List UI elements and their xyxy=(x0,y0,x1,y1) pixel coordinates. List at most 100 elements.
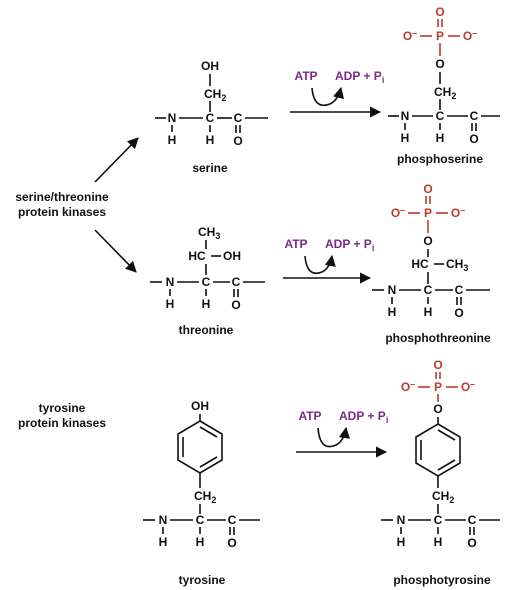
phosphoserine-label: phosphoserine xyxy=(397,152,483,166)
serine-adp-text: ADP + P xyxy=(335,69,382,83)
phosphoserine-ha: H xyxy=(436,131,445,145)
phosphoserine-minus-right: – xyxy=(472,28,477,38)
phosphoserine-ester-o: O xyxy=(435,57,444,71)
threonine-ha: H xyxy=(202,297,211,311)
phosphotyrosine-ha: H xyxy=(434,535,443,549)
phosphotyrosine-c: C xyxy=(468,513,477,527)
phosphothreonine-p: P xyxy=(424,206,432,220)
threonine-adp: ADP + Pi xyxy=(325,237,374,253)
phosphotyrosine-o: O xyxy=(467,536,476,550)
serine-reaction: ATP ADP + Pi xyxy=(290,69,384,118)
phosphothreonine-hc: HC xyxy=(411,257,429,271)
serine-ch2-sub: 2 xyxy=(221,93,226,103)
phosphotyrosine-minus-left: – xyxy=(410,379,415,389)
phosphoserine-o: O xyxy=(469,132,478,146)
arrow-to-threonine xyxy=(94,229,137,273)
threonine-hc: HC xyxy=(188,249,206,263)
ser-thr-kinases-label-line2: protein kinases xyxy=(18,205,106,219)
threonine-ch3-sub: 3 xyxy=(215,231,220,241)
tyrosine-structure: OH CH2 N C C H H O xyxy=(143,399,260,550)
phosphotyrosine-ca: C xyxy=(434,513,443,527)
arrow-to-serine xyxy=(94,137,139,183)
phosphotyrosine-n: N xyxy=(397,513,406,527)
phosphoserine-o-left: O xyxy=(403,29,412,43)
serine-adp: ADP + Pi xyxy=(335,69,384,85)
serine-n: N xyxy=(168,111,177,125)
tyrosine-adp-sub: i xyxy=(386,415,389,425)
tyrosine-nh: H xyxy=(159,535,168,549)
phosphothreonine-nh: H xyxy=(388,305,397,319)
phosphoserine-structure: O O– P O– O CH2 N C C H H O xyxy=(388,5,500,146)
phosphothreonine-minus-right: – xyxy=(460,205,465,215)
phosphoserine-c: C xyxy=(470,109,479,123)
phosphoserine-right-o: O– xyxy=(463,28,477,43)
phosphoserine-nh: H xyxy=(401,131,410,145)
tyrosine-ha: H xyxy=(196,535,205,549)
serine-ca: C xyxy=(206,111,215,125)
tyr-kinases-label-line1: tyrosine xyxy=(39,401,86,415)
threonine-structure: CH3 HC OH N C C H H O xyxy=(150,225,265,312)
tyrosine-n: N xyxy=(159,513,168,527)
tyrosine-label: tyrosine xyxy=(179,573,226,587)
phosphoserine-p: P xyxy=(436,29,444,43)
tyrosine-atp: ATP xyxy=(298,409,321,423)
phosphotyrosine-top-o: O xyxy=(433,358,442,372)
phosphothreonine-n: N xyxy=(388,283,397,297)
threonine-oh: OH xyxy=(223,249,241,263)
phosphotyrosine-o-left: O xyxy=(401,380,410,394)
tyrosine-ch2-sub: 2 xyxy=(211,495,216,505)
phosphoserine-top-o: O xyxy=(435,5,444,19)
phosphothreonine-ester-o: O xyxy=(423,234,432,248)
threonine-atp: ATP xyxy=(284,237,307,251)
threonine-ch3: CH3 xyxy=(198,225,220,241)
phosphoserine-ch2: CH2 xyxy=(434,85,456,101)
phosphotyrosine-left-o: O– xyxy=(401,379,415,394)
phosphothreonine-c: C xyxy=(455,283,464,297)
phosphothreonine-o-left: O xyxy=(391,206,400,220)
phosphothreonine-ch3-sub: 3 xyxy=(463,263,468,273)
ser-thr-kinases-label-line1: serine/threonine xyxy=(15,190,109,204)
phosphothreonine-minus-left: – xyxy=(400,205,405,215)
threonine-label: threonine xyxy=(179,323,234,337)
tyrosine-o: O xyxy=(227,536,236,550)
phosphotyrosine-minus-right: – xyxy=(470,379,475,389)
phosphoserine-ca: C xyxy=(436,109,445,123)
tyr-kinases-label-line2: protein kinases xyxy=(18,416,106,430)
tyrosine-ring xyxy=(177,420,223,474)
tyrosine-oh: OH xyxy=(191,399,209,413)
tyrosine-c: C xyxy=(228,513,237,527)
phosphoserine-ch2-sub: 2 xyxy=(451,91,456,101)
serine-ha: H xyxy=(206,133,215,147)
phosphotyrosine-ch2: CH2 xyxy=(432,489,454,505)
threonine-adp-sub: i xyxy=(372,243,375,253)
threonine-c: C xyxy=(232,275,241,289)
phosphoserine-o-right: O xyxy=(463,29,472,43)
threonine-o: O xyxy=(231,298,240,312)
phosphotyrosine-ch2-sub: 2 xyxy=(449,495,454,505)
phosphothreonine-top-o: O xyxy=(423,182,432,196)
serine-nh: H xyxy=(168,133,177,147)
threonine-ca: C xyxy=(202,275,211,289)
phosphotyrosine-right-o: O– xyxy=(461,379,475,394)
serine-o: O xyxy=(233,134,242,148)
phosphotyrosine-ester-o: O xyxy=(433,402,442,416)
tyrosine-adp-text: ADP + P xyxy=(339,409,386,423)
threonine-nh: H xyxy=(166,297,175,311)
phosphotyrosine-p: P xyxy=(434,380,442,394)
phosphoserine-n: N xyxy=(401,109,410,123)
tyrosine-ca: C xyxy=(196,513,205,527)
threonine-n: N xyxy=(166,275,175,289)
phosphotyrosine-o-right: O xyxy=(461,380,470,394)
phosphothreonine-o-right: O xyxy=(451,206,460,220)
threonine-adp-text: ADP + P xyxy=(325,237,372,251)
phosphothreonine-ha: H xyxy=(424,305,433,319)
serine-ch2: CH2 xyxy=(204,87,226,103)
phosphothreonine-left-o: O– xyxy=(391,205,405,220)
phosphothreonine-ca: C xyxy=(424,283,433,297)
serine-label: serine xyxy=(192,161,228,175)
phosphoserine-left-o: O– xyxy=(403,28,417,43)
phosphoserine-ch: CH xyxy=(434,85,451,99)
serine-oh: OH xyxy=(201,59,219,73)
phosphothreonine-o: O xyxy=(454,306,463,320)
phosphothreonine-ch3: CH3 xyxy=(446,257,468,273)
